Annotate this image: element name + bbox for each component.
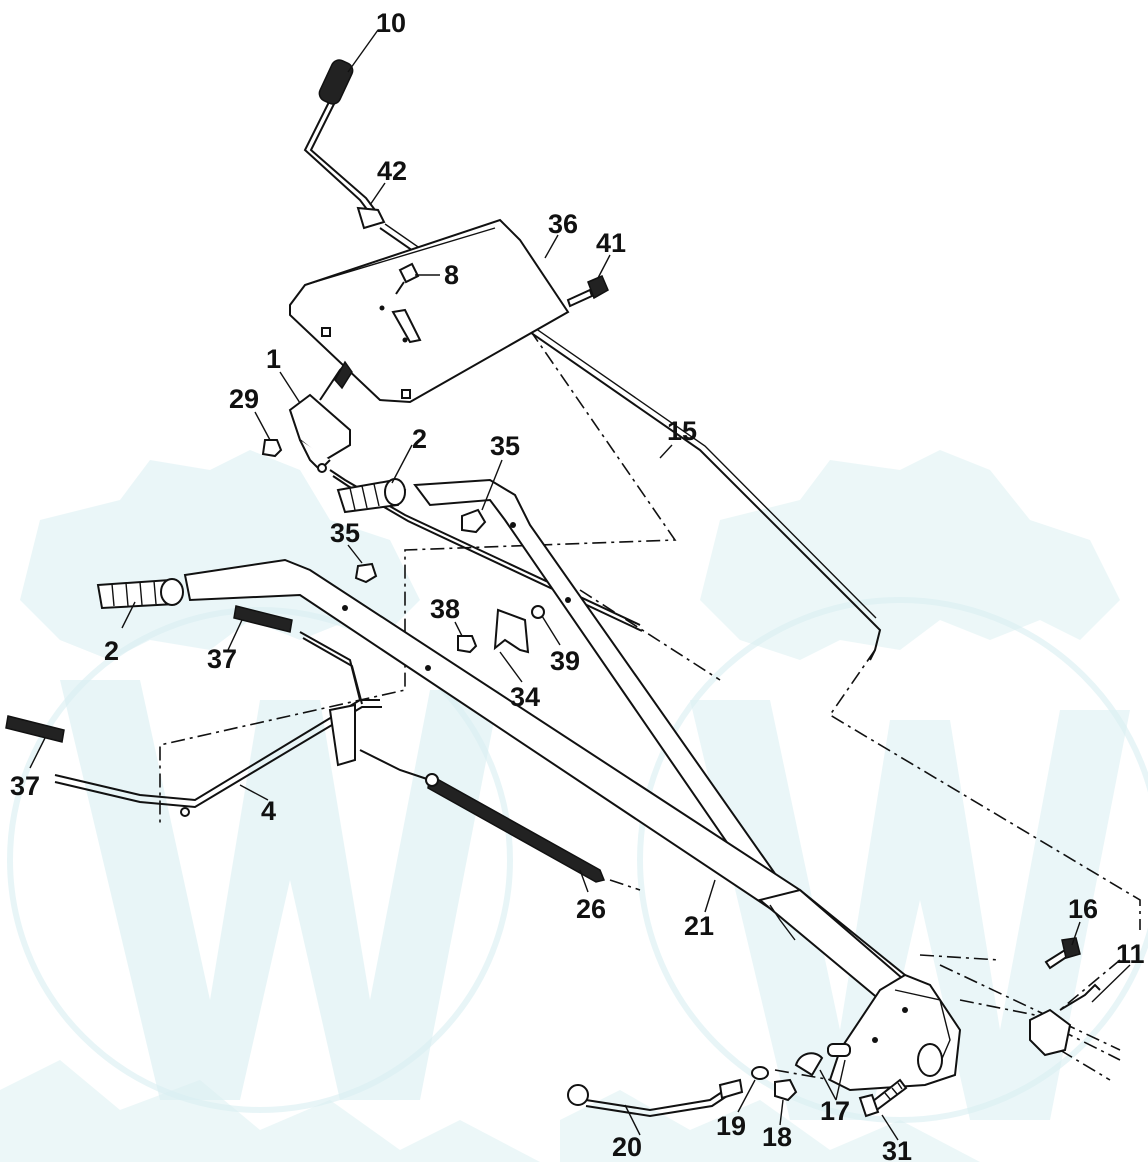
callout-labels: 10 42 36 41 8 1 29 2 35 15 35 2 37 38 39… bbox=[10, 8, 1145, 1162]
nut-29 bbox=[261, 439, 283, 458]
leader-lines bbox=[29, 29, 1131, 1141]
bolt-31 bbox=[858, 1078, 908, 1118]
handlebar-frame bbox=[183, 478, 962, 1092]
callout-19: 19 bbox=[716, 1111, 746, 1141]
nut-18 bbox=[774, 1078, 798, 1102]
grip-lower bbox=[96, 578, 184, 610]
callout-2-upper: 2 bbox=[412, 424, 427, 454]
clutch-lever bbox=[54, 631, 382, 817]
grip-upper bbox=[336, 478, 407, 514]
callout-38: 38 bbox=[430, 594, 460, 624]
callout-31: 31 bbox=[882, 1136, 912, 1162]
bolt-41 bbox=[566, 275, 609, 308]
control-panel-plate bbox=[289, 218, 570, 404]
spring-11 bbox=[1029, 983, 1101, 1057]
washer-39 bbox=[531, 605, 545, 619]
lever-knob-nut bbox=[356, 206, 386, 230]
callout-4: 4 bbox=[261, 796, 276, 826]
nut-38 bbox=[457, 635, 478, 654]
callout-21: 21 bbox=[684, 911, 714, 941]
callout-42: 42 bbox=[377, 156, 407, 186]
callout-36: 36 bbox=[548, 209, 578, 239]
callout-18: 18 bbox=[762, 1122, 792, 1152]
washer-19 bbox=[751, 1066, 769, 1080]
bolt-8 bbox=[395, 262, 420, 295]
control-bracket bbox=[288, 360, 353, 473]
bolt-16 bbox=[1044, 937, 1081, 970]
callout-2-lower: 2 bbox=[104, 636, 119, 666]
callout-37-upper: 37 bbox=[207, 644, 237, 674]
nut-35-lower bbox=[354, 562, 378, 584]
callout-34: 34 bbox=[510, 682, 540, 712]
callout-29: 29 bbox=[229, 384, 259, 414]
callout-16: 16 bbox=[1068, 894, 1098, 924]
bracket-34 bbox=[493, 608, 530, 654]
lever-bracket bbox=[328, 703, 356, 767]
gear-shift-lever bbox=[567, 1078, 744, 1118]
callout-26: 26 bbox=[576, 894, 606, 924]
callout-11: 11 bbox=[1116, 939, 1145, 969]
nut-35-upper bbox=[461, 508, 487, 534]
callout-35-lower: 35 bbox=[330, 518, 360, 548]
callout-35-upper: 35 bbox=[490, 431, 520, 461]
callout-20: 20 bbox=[612, 1132, 642, 1162]
callout-17: 17 bbox=[820, 1096, 850, 1126]
clutch-cable bbox=[359, 749, 606, 883]
callout-41: 41 bbox=[596, 228, 626, 258]
callout-1: 1 bbox=[266, 344, 281, 374]
callout-15: 15 bbox=[667, 416, 697, 446]
callout-8: 8 bbox=[444, 260, 459, 290]
parts-17 bbox=[794, 1043, 851, 1077]
watermark bbox=[0, 450, 1148, 1162]
grip-37-upper bbox=[233, 605, 293, 633]
callout-37-lower: 37 bbox=[10, 771, 40, 801]
lever-grip bbox=[318, 59, 354, 105]
grip-37-lower bbox=[5, 715, 65, 743]
callout-10: 10 bbox=[376, 8, 406, 38]
callout-39: 39 bbox=[550, 646, 580, 676]
shift-lever-rod bbox=[303, 59, 386, 230]
